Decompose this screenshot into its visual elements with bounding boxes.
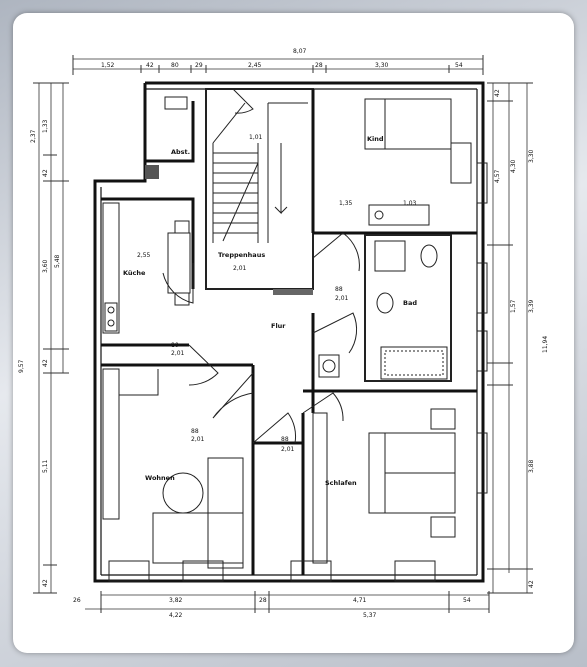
room-label-treppenhaus: Treppenhaus: [218, 251, 265, 259]
doors: [162, 88, 360, 444]
dim-schlafen-a: 88: [281, 436, 289, 443]
dim-top-total: 8,07: [293, 48, 307, 55]
dim-top-7: 3,30: [375, 62, 389, 69]
interior-walls: [101, 88, 477, 575]
dim-top-2: 42: [146, 62, 154, 69]
dim-left-4: 3,60: [42, 259, 49, 273]
dim-flur-a: 80: [171, 342, 179, 349]
dim-top-5: 2,45: [248, 62, 262, 69]
furniture: [102, 96, 488, 582]
dim-bottom-1: 3,82: [169, 597, 183, 604]
room-label-flur: Flur: [271, 322, 286, 330]
dim-bottom-3: 4,71: [353, 597, 367, 604]
room-label-kind: Kind: [367, 135, 384, 143]
dim-schlafen-b: 2,01: [281, 446, 295, 453]
dim-right-6: 1,57: [510, 299, 517, 313]
floor-plan-sheet: Kind Abst. Treppenhaus Küche Flur Bad Wo…: [13, 13, 574, 653]
dim-wohnen-a: 88: [191, 428, 199, 435]
dim-bottom-total-left: 4,22: [169, 612, 183, 619]
dim-left-1: 2,37: [30, 129, 37, 143]
dim-bottom-5: 26: [73, 597, 81, 604]
dim-right-total: 11,94: [542, 336, 549, 353]
dim-top-3: 80: [171, 62, 179, 69]
dim-left-5: 5,48: [54, 254, 61, 268]
dim-right-3: 4,30: [510, 159, 517, 173]
dim-bad-a: 88: [335, 286, 343, 293]
dim-top-8: 54: [455, 62, 463, 69]
dim-left-2: 1,33: [42, 119, 49, 133]
dim-right-4: 3,30: [528, 149, 535, 163]
dim-top-6: 28: [315, 62, 323, 69]
dim-left-7: 5,11: [42, 459, 49, 473]
dim-kind-b: 1,03: [403, 200, 417, 207]
dim-left-8: 42: [42, 579, 49, 587]
dim-left-total: 9,57: [18, 359, 25, 373]
dim-wohnen-b: 2,01: [191, 436, 205, 443]
dim-flur-b: 2,01: [171, 350, 185, 357]
dim-left-3: 42: [42, 169, 49, 177]
dim-top-4: 29: [195, 62, 203, 69]
room-label-kueche: Küche: [123, 269, 146, 277]
dim-bottom-total-right: 5,37: [363, 612, 377, 619]
dim-right-8: 42: [528, 580, 535, 588]
room-label-schlafen: Schlafen: [325, 479, 357, 487]
outer-walls: [93, 81, 485, 583]
dim-right-7: 3,88: [528, 459, 535, 473]
floor-plan-drawing: Kind Abst. Treppenhaus Küche Flur Bad Wo…: [18, 48, 549, 619]
dim-left-6: 42: [42, 359, 49, 367]
dim-bottom-4: 54: [463, 597, 471, 604]
dim-top-1: 1,52: [101, 62, 115, 69]
dim-stair-height: 2,01: [233, 265, 247, 272]
room-label-wohnen: Wohnen: [145, 474, 175, 482]
dim-bad-b: 2,01: [335, 295, 349, 302]
dim-right-2: 4,57: [494, 169, 501, 183]
staircase: [212, 102, 313, 290]
dim-bottom-2: 28: [259, 597, 267, 604]
dim-kind-a: 1,35: [339, 200, 353, 207]
dim-kueche-width: 2,55: [137, 252, 151, 259]
dim-right-1: 42: [494, 89, 501, 97]
dimension-lines: [33, 55, 533, 613]
dim-stair-width: 1,01: [249, 134, 263, 141]
room-label-bad: Bad: [403, 299, 417, 307]
dim-right-5: 3,39: [528, 299, 535, 313]
room-label-abst: Abst.: [171, 148, 190, 156]
